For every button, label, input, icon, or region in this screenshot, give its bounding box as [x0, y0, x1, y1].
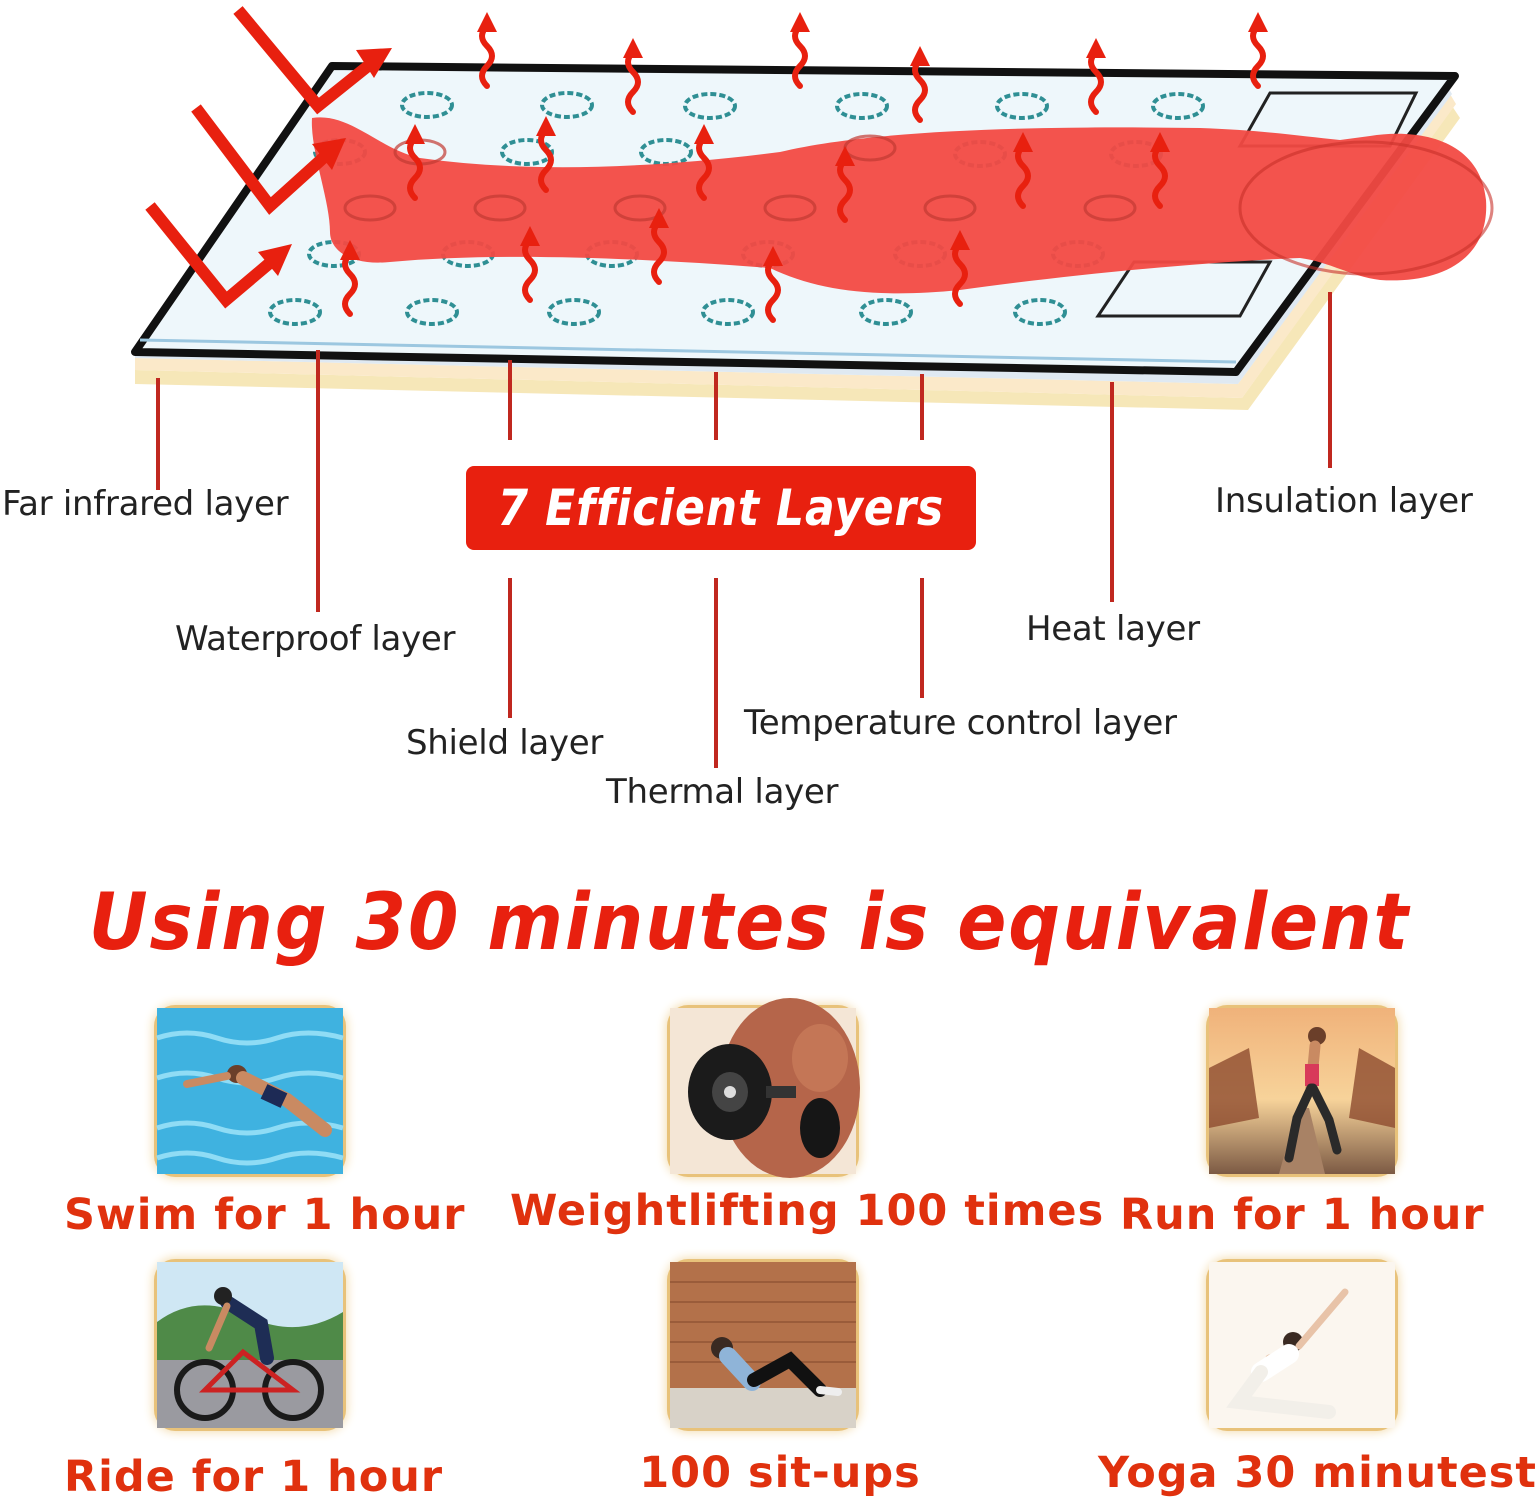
cycling-photo-icon — [157, 1262, 343, 1428]
running-photo-icon — [1209, 1008, 1395, 1174]
heat-wave-arrows — [342, 23, 1266, 323]
activity-tile-swim — [156, 1008, 344, 1174]
layer-label-far-infrared: Far infrared layer — [2, 484, 289, 524]
activity-tile-situps — [670, 1262, 856, 1428]
layer-label-insulation: Insulation layer — [1215, 481, 1473, 521]
activity-label-situps: 100 sit-ups — [639, 1448, 921, 1498]
equivalence-headline: Using 30 minutes is equivalent — [0, 878, 1498, 968]
activity-tile-ride — [157, 1262, 343, 1428]
layer-label-thermal: Thermal layer — [606, 772, 839, 812]
weightlifting-photo-icon — [670, 998, 860, 1178]
layer-label-heat: Heat layer — [1026, 609, 1200, 649]
layer-leader-lines — [156, 292, 1332, 768]
mat-layer-edges — [135, 84, 1460, 410]
swimming-photo-icon — [156, 1008, 344, 1174]
situps-photo-icon — [670, 1262, 856, 1428]
body-silhouette — [311, 117, 1487, 294]
activity-tile-run — [1209, 1008, 1395, 1174]
efficient-layers-banner: 7 Efficient Layers — [466, 466, 976, 550]
infrared-v-arrows — [145, 6, 382, 309]
efficient-layers-banner-text: 7 Efficient Layers — [497, 479, 945, 537]
activity-label-run: Run for 1 hour — [1120, 1190, 1485, 1240]
mat-layer-diagram — [131, 6, 1494, 768]
activity-label-weightlifting: Weightlifting 100 times — [510, 1186, 1105, 1236]
activity-label-ride: Ride for 1 hour — [64, 1452, 444, 1502]
layer-label-waterproof: Waterproof layer — [175, 619, 456, 659]
equivalence-headline-text: Using 30 minutes is equivalent — [88, 878, 1410, 968]
activity-tile-yoga — [1209, 1262, 1395, 1428]
activity-label-swim: Swim for 1 hour — [64, 1190, 466, 1240]
activity-label-yoga: Yoga 30 minutest — [1098, 1448, 1537, 1498]
heating-mat-infographic: 7 Efficient Layers Far infrared layer Wa… — [0, 6, 1537, 1502]
layer-label-shield: Shield layer — [406, 723, 604, 763]
layer-label-temperature-control: Temperature control layer — [744, 703, 1177, 743]
activity-tile-weightlifting — [670, 998, 860, 1178]
yoga-photo-icon — [1209, 1262, 1395, 1428]
heat-wave-arrowheads — [340, 12, 1268, 266]
